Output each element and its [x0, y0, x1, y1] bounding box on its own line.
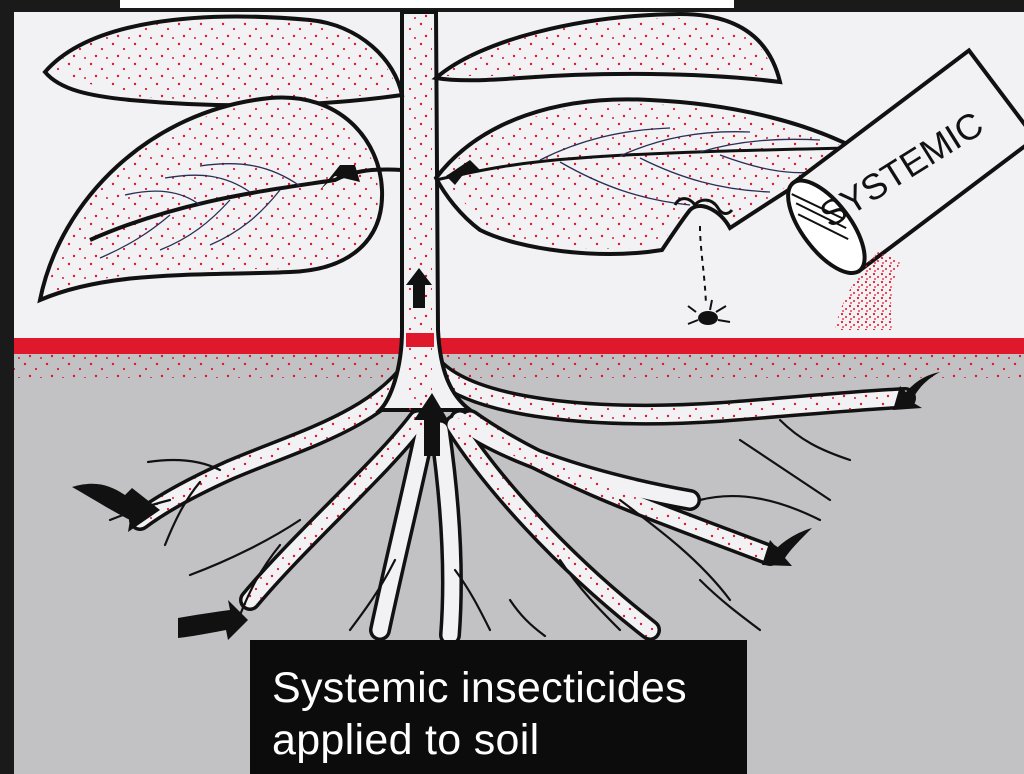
left-frame-bar: [0, 0, 14, 774]
caption-line-2: applied to soil: [272, 714, 725, 766]
top-frame-gap: [120, 0, 734, 8]
soil-surface-dots: [14, 354, 1024, 378]
ground-line: [14, 338, 1024, 354]
caption-box: Systemic insecticides applied to soil: [250, 640, 747, 774]
caption-line-1: Systemic insecticides: [272, 662, 725, 714]
